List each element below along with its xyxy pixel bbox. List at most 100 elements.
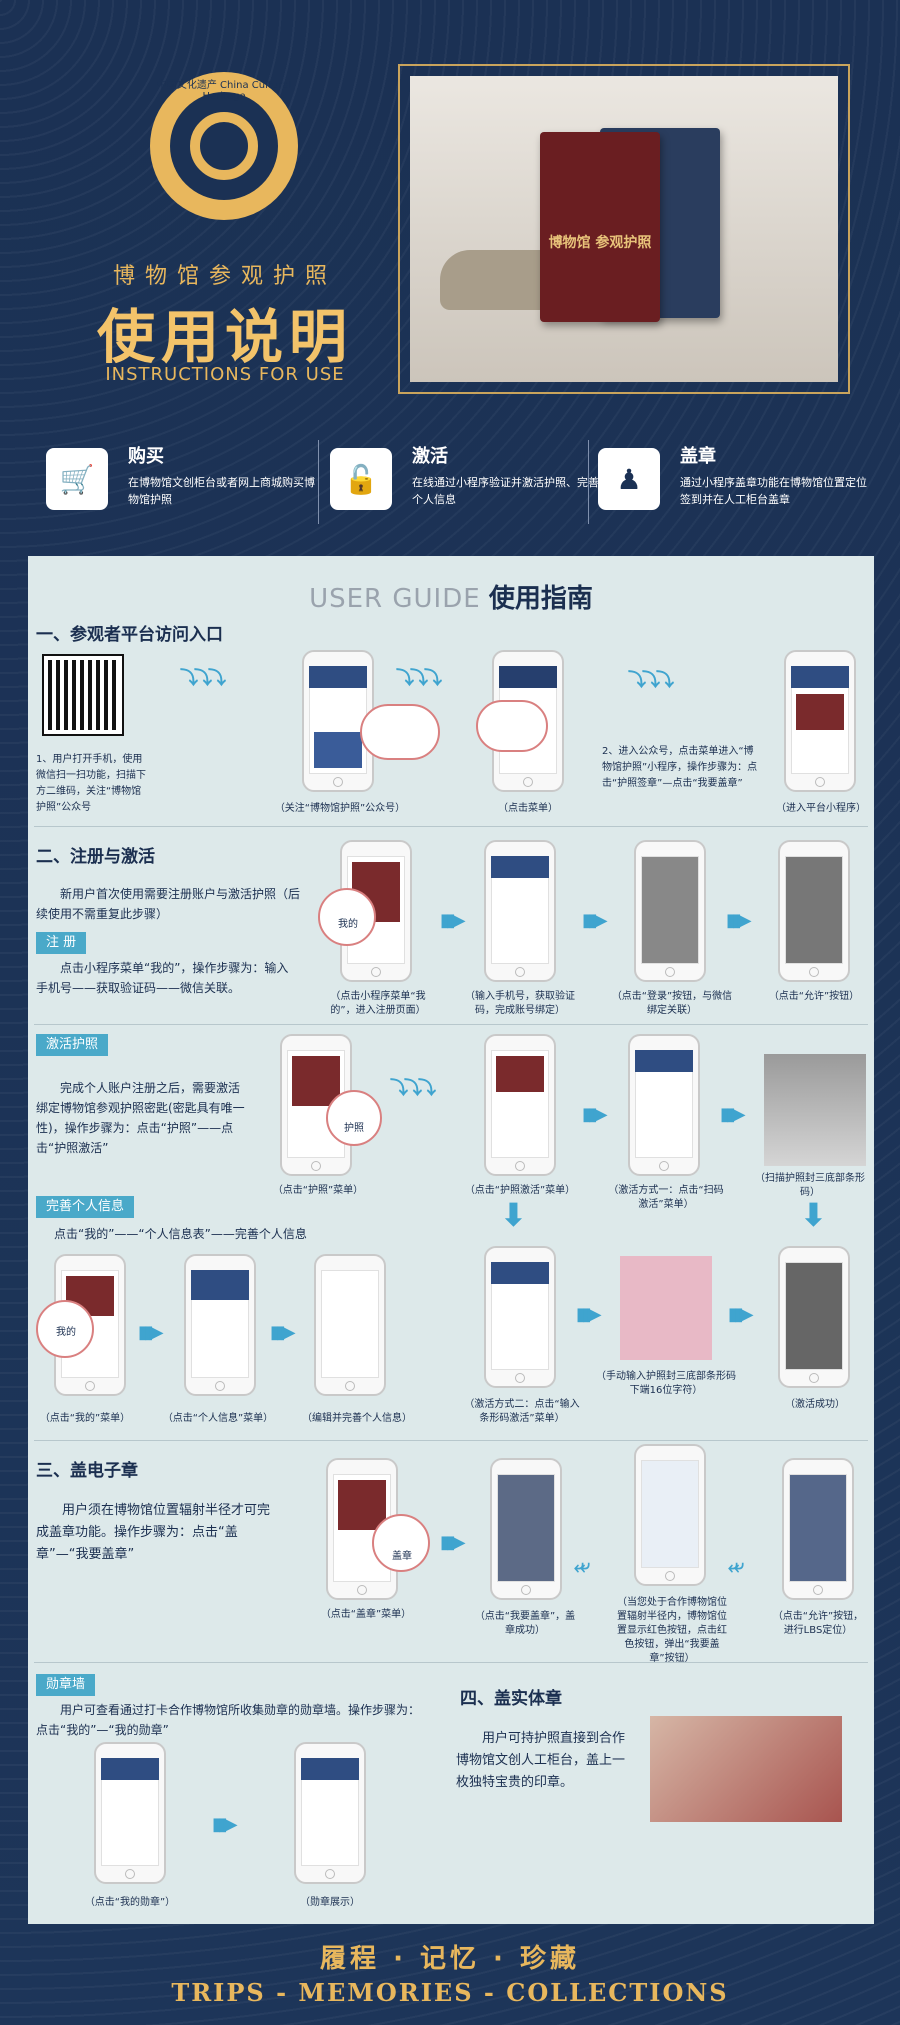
caption: （点击小程序菜单“我的”，进入注册页面）: [330, 991, 426, 1016]
caption: （点击“我的勋章”）: [84, 1897, 176, 1908]
footer-en: TRIPS - MEMORIES - COLLECTIONS: [171, 1978, 729, 2007]
passport-page-photo: [620, 1256, 712, 1360]
caption: （点击“个人信息”菜单）: [162, 1413, 274, 1424]
caption: （点击“允许”按钮，进行LBS定位）: [772, 1611, 864, 1636]
section1-desc2: 2、进入公众号，点击菜单进入“博物馆护照”小程序，操作步骤为：点击“护照签章”—…: [602, 746, 758, 789]
section4-desc: 用户可持护照直接到合作博物馆文创人工柜台，盖上一枚独特宝贵的印章。: [456, 1731, 626, 1790]
phone-screenshot: [490, 1458, 562, 1600]
caption: （点击“我要盖章”，盖章成功）: [474, 1611, 576, 1636]
section1-desc1: 1、用户打开手机，使用微信扫一扫功能，扫描下方二维码，关注“博物馆护照”公众号: [36, 754, 146, 813]
caption: （扫描护照封三底部条形码）: [755, 1173, 865, 1198]
footer-cn: 履程 · 记忆 · 珍藏: [320, 1944, 580, 1974]
step-buy-title: 购买: [128, 446, 164, 467]
phone-screenshot: [94, 1742, 166, 1884]
step-stamp-title: 盖章: [680, 446, 716, 467]
arrow-icon: ▮▮▶: [138, 1322, 164, 1343]
header-subtitle: 博物馆参观护照: [112, 264, 337, 289]
stamp-label: 盖章: [392, 1551, 412, 1562]
header-title-en: INSTRUCTIONS FOR USE: [105, 364, 345, 385]
arrow-icon: ▮▮▶: [212, 1814, 238, 1835]
guide-title: USER GUIDE 使用指南: [28, 578, 874, 615]
passport-red-image: 博物馆 参观护照: [540, 132, 660, 322]
zoom-circle: [326, 1090, 382, 1146]
phone-screenshot: [484, 1034, 556, 1176]
caption: （点击“护照”菜单）: [272, 1185, 364, 1196]
barcode-photo: [764, 1054, 866, 1166]
caption: （激活方式一：点击“扫码激活”菜单）: [608, 1185, 724, 1210]
phone-screenshot: [184, 1254, 256, 1396]
section3-desc: 用户须在博物馆位置辐射半径才可完成盖章功能。操作步骤为：点击“盖章”—“我要盖章…: [36, 1503, 271, 1562]
activate-desc: 完成个人账户注册之后，需要激活绑定博物馆参观护照密匙(密匙具有唯一性)，操作步骤…: [36, 1081, 245, 1155]
phone-screenshot: [782, 1458, 854, 1600]
cart-icon: 🛒: [46, 448, 108, 510]
caption: （点击菜单）: [498, 803, 558, 814]
section2-intro: 新用户首次使用需要注册账户与激活护照（后续使用不需重复此步骤）: [36, 887, 301, 921]
step-activate-title: 激活: [412, 446, 448, 467]
caption: （关注“博物馆护照”公众号）: [274, 803, 406, 814]
arrow-icon: ▮▮▶: [720, 1104, 746, 1125]
arrow-icon: ⤶⤶: [574, 1556, 590, 1577]
info-tag: 完善个人信息: [36, 1196, 135, 1218]
arrow-icon: ▮▮▶: [726, 910, 752, 931]
passport-label: 护照: [344, 1123, 364, 1134]
arrow-icon: ⤵⤵⤵: [390, 1078, 436, 1099]
caption: （点击“登录”按钮，与微信绑定关联）: [611, 991, 733, 1016]
arrow-icon: ⤵⤵⤵: [180, 668, 226, 689]
zoom-circle: [360, 704, 440, 760]
caption: （点击“我的”菜单）: [39, 1413, 131, 1424]
phone-screenshot: [778, 840, 850, 982]
arrow-icon: ▮▮▶: [582, 910, 608, 931]
phone-screenshot: [634, 840, 706, 982]
step-activate-desc: 在线通过小程序验证并激活护照、完善个人信息: [412, 476, 599, 506]
phone-screenshot: [634, 1444, 706, 1586]
register-tag: 注 册: [36, 932, 87, 954]
section4-title: 四、盖实体章: [460, 1689, 562, 1709]
register-desc: 点击小程序菜单“我的”，操作步骤为：输入手机号——获取验证码——微信关联。: [36, 961, 289, 995]
arrow-icon: ▮▮▶: [440, 1532, 466, 1553]
arrow-icon: ▮▮▶: [728, 1304, 754, 1325]
arrow-icon: ⤵⤵⤵: [628, 670, 674, 691]
phone-screenshot: [778, 1246, 850, 1388]
down-arrow-icon: ⬇: [500, 1196, 527, 1234]
caption: （激活成功）: [785, 1399, 845, 1410]
zoom-circle: [372, 1514, 430, 1572]
caption: （编辑并完善个人信息）: [302, 1413, 412, 1424]
header-title: 使用说明: [96, 303, 353, 371]
me-label: 我的: [56, 1327, 76, 1338]
step-buy: 🛒 购买 在博物馆文创柜台或者网上商城购买博物馆护照: [46, 438, 316, 518]
phone-screenshot: [628, 1034, 700, 1176]
guide-panel: [28, 556, 874, 1924]
divider: [34, 1440, 868, 1441]
phone-screenshot: [326, 1458, 398, 1600]
section3-title: 三、盖电子章: [36, 1461, 138, 1481]
caption: （点击“允许”按钮）: [768, 991, 860, 1002]
medal-wall-tag: 勋章墙: [36, 1674, 96, 1696]
arrow-icon: ⤶⤶: [728, 1556, 744, 1577]
zoom-circle: [318, 888, 376, 946]
info-desc: 点击“我的”——“个人信息表”——完善个人信息: [54, 1227, 307, 1241]
activate-tag: 激活护照: [36, 1034, 109, 1056]
divider: [34, 1662, 868, 1663]
logo-text: 中国文化遗产 China Cultural Heritage: [156, 80, 292, 102]
arrow-icon: ▮▮▶: [440, 910, 466, 931]
phone-screenshot: [484, 1246, 556, 1388]
guide-title-cn: 使用指南: [488, 584, 593, 614]
phone-screenshot: [484, 840, 556, 982]
guide-title-en: USER GUIDE: [309, 584, 481, 614]
divider: [588, 440, 589, 524]
divider: [34, 826, 868, 827]
stamp-icon: ♟: [598, 448, 660, 510]
me-label: 我的: [338, 919, 358, 930]
phone-screenshot: [314, 1254, 386, 1396]
step-stamp: ♟ 盖章 通过小程序盖章功能在博物馆位置定位签到并在人工柜台盖章: [598, 438, 868, 518]
caption: （输入手机号，获取验证码，完成账号绑定）: [465, 991, 575, 1016]
divider: [318, 440, 319, 524]
qr-code-image: [42, 654, 124, 736]
caption: （点击“护照激活”菜单）: [464, 1185, 576, 1196]
phone-screenshot: [294, 1742, 366, 1884]
arrow-icon: ▮▮▶: [576, 1304, 602, 1325]
arrow-icon: ▮▮▶: [270, 1322, 296, 1343]
arrow-icon: ⤵⤵⤵: [396, 668, 442, 689]
zoom-circle: [476, 700, 548, 752]
medal-wall-desc: 用户可查看通过打卡合作博物馆所收集勋章的勋章墙。操作步骤为：点击“我的”—“我的…: [36, 1703, 421, 1737]
